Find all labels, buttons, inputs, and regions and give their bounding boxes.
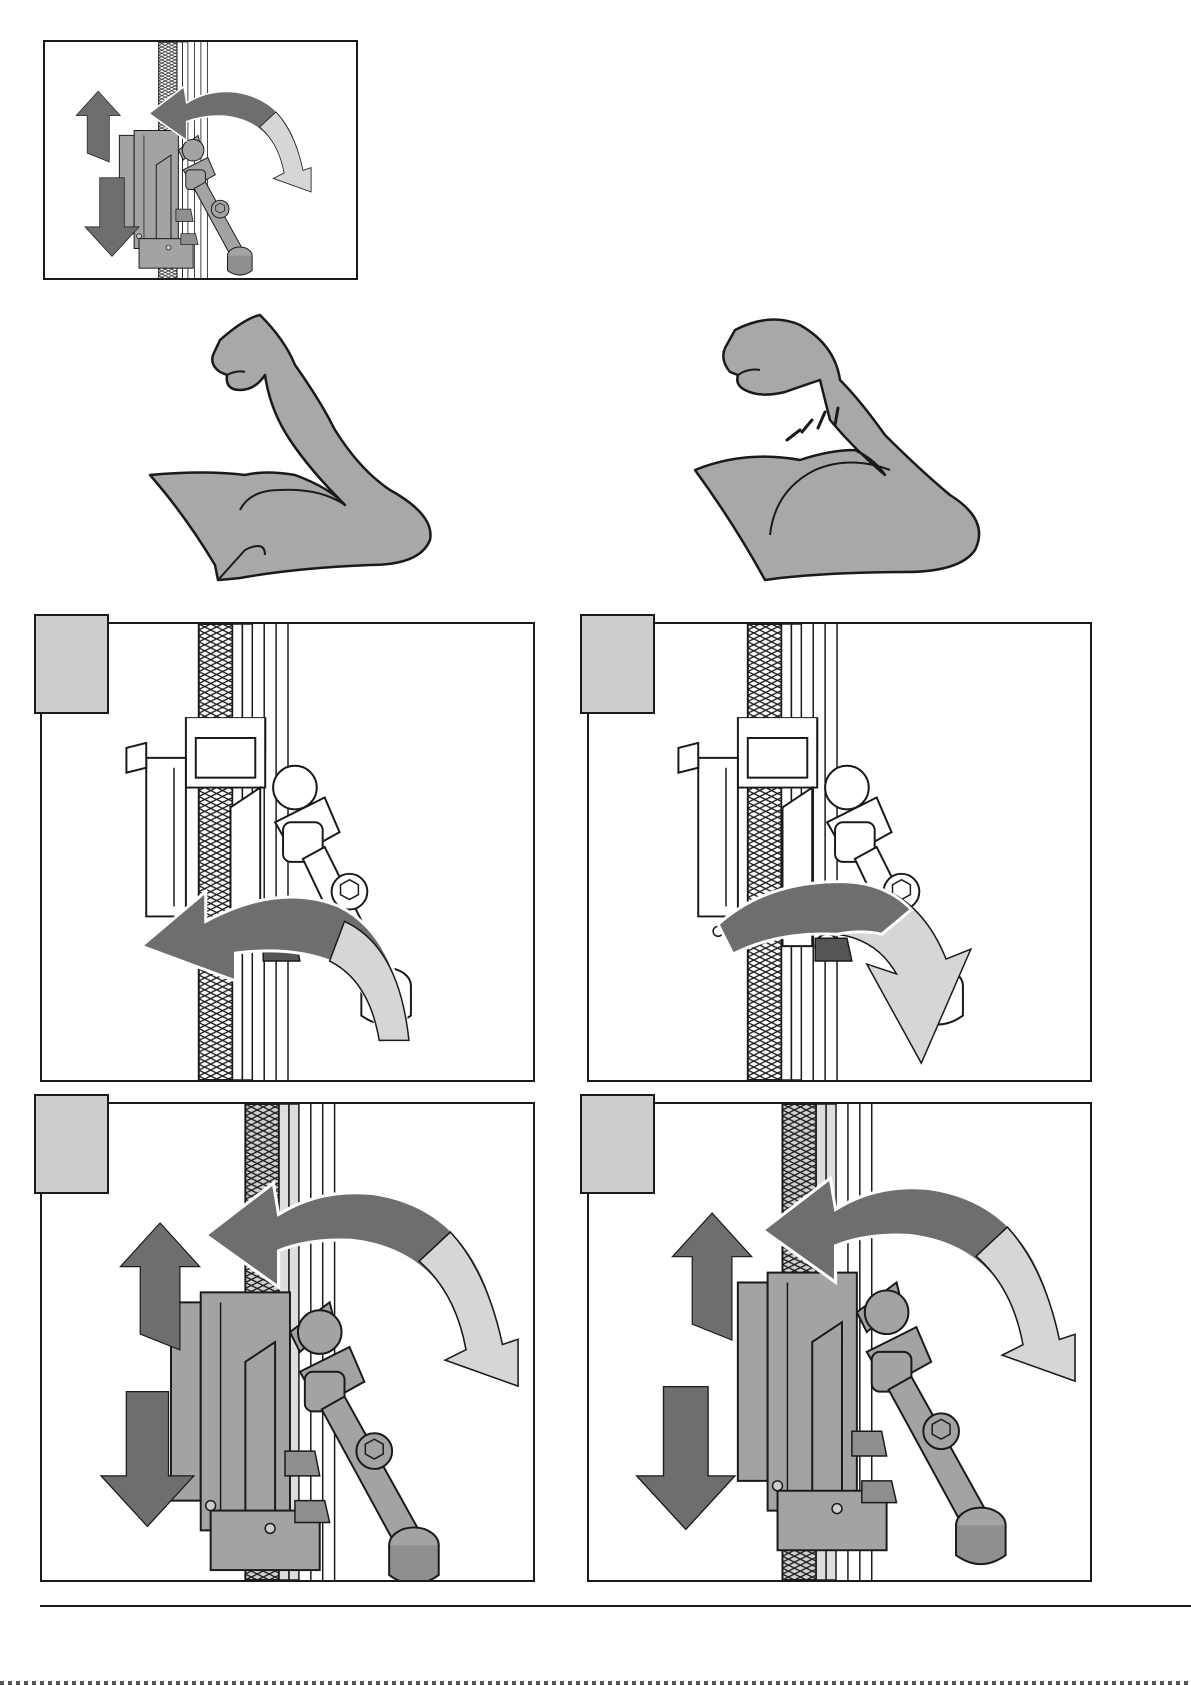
step-2-panel <box>587 622 1092 1082</box>
down-arrow-icon <box>637 1387 735 1530</box>
arm-flexed-illustration <box>690 310 1000 585</box>
footer-rule <box>40 1605 1191 1607</box>
overview-panel <box>43 40 358 280</box>
arm-relaxed-illustration <box>145 310 445 585</box>
overview-illustration <box>45 42 356 278</box>
up-arrow-icon <box>76 91 120 162</box>
step-2-marker <box>580 614 655 714</box>
step-3-illustration <box>42 1104 533 1580</box>
step-1-marker <box>34 614 109 714</box>
step-4-marker <box>580 1094 655 1194</box>
step-3-panel <box>40 1102 535 1582</box>
step-3-marker <box>34 1094 109 1194</box>
step-1-illustration <box>42 624 533 1080</box>
step-2-illustration <box>589 624 1090 1080</box>
bottom-dotted-edge <box>0 1681 1191 1685</box>
step-4-panel <box>587 1102 1092 1582</box>
step-1-panel <box>40 622 535 1082</box>
step-4-illustration <box>589 1104 1090 1580</box>
